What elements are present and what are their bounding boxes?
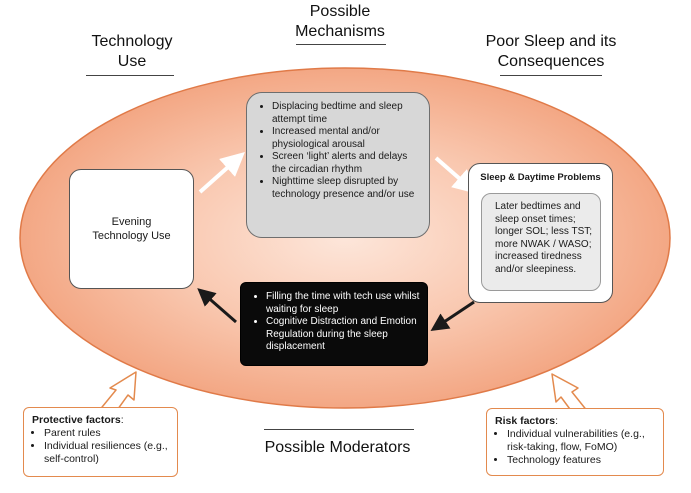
risk-factors-colon: : bbox=[555, 415, 559, 427]
heading-rule-poor-sleep bbox=[500, 75, 602, 76]
heading-poor-sleep: Poor Sleep and its Consequences bbox=[476, 32, 626, 72]
heading-mechanisms: Possible Mechanisms bbox=[275, 2, 405, 42]
heading-rule-technology bbox=[86, 75, 174, 76]
sleep-problems-detail: Later bedtimes and sleep onset times; lo… bbox=[481, 193, 601, 291]
risk-factor-item: Technology features bbox=[507, 454, 655, 467]
mechanism-item: Nighttime sleep disrupted by technology … bbox=[272, 176, 423, 201]
feedback-list: Filling the time with tech use whilst wa… bbox=[253, 291, 421, 354]
arrow-sleep-to-feedback bbox=[430, 300, 475, 331]
protective-factor-item: Parent rules bbox=[44, 427, 169, 440]
risk-factors-box: Risk factors: Individual vulnerabilities… bbox=[486, 408, 664, 476]
heading-rule-mechanisms bbox=[296, 44, 386, 45]
heading-technology-use: Technology Use bbox=[91, 33, 173, 70]
sleep-problems-title: Sleep & Daytime Problems bbox=[480, 172, 601, 183]
heading-poor-sleep-line2: Consequences bbox=[497, 53, 605, 70]
sleep-problems-text: Later bedtimes and sleep onset times; lo… bbox=[495, 201, 593, 275]
mechanism-item: Increased mental and/or physiological ar… bbox=[272, 126, 423, 151]
evening-technology-use-label: Evening Technology Use bbox=[92, 216, 171, 242]
mechanisms-box: Displacing bedtime and sleep attempt tim… bbox=[246, 92, 430, 238]
protective-factors-box: Protective factors: Parent rules Individ… bbox=[23, 407, 178, 477]
arrow-mechanisms-to-sleep bbox=[434, 156, 478, 194]
risk-factors-list: Individual vulnerabilities (e.g., risk-t… bbox=[495, 428, 655, 467]
feedback-item: Cognitive Distraction and Emotion Regula… bbox=[266, 316, 421, 354]
mechanism-item: Screen ‘light’ alerts and delays the cir… bbox=[272, 151, 423, 176]
heading-mechanisms-line2: Mechanisms bbox=[295, 23, 385, 40]
feedback-item: Filling the time with tech use whilst wa… bbox=[266, 291, 421, 316]
heading-moderators: Possible Moderators bbox=[264, 439, 411, 456]
evening-technology-use-box: Evening Technology Use bbox=[69, 169, 194, 289]
arrow-feedback-to-evening bbox=[197, 288, 237, 324]
protective-factors-colon: : bbox=[120, 414, 124, 426]
heading-rule-moderators bbox=[264, 429, 414, 430]
context-ellipse bbox=[19, 67, 671, 409]
protective-factors-title: Protective factors bbox=[32, 414, 121, 426]
heading-poor-sleep-line1: Poor Sleep and its bbox=[485, 33, 617, 50]
feedback-box: Filling the time with tech use whilst wa… bbox=[240, 282, 428, 366]
heading-mechanisms-line1: Possible bbox=[309, 3, 371, 20]
protective-factors-list: Parent rules Individual resiliences (e.g… bbox=[32, 427, 169, 466]
mechanisms-list: Displacing bedtime and sleep attempt tim… bbox=[259, 101, 423, 201]
risk-factor-item: Individual vulnerabilities (e.g., risk-t… bbox=[507, 428, 655, 454]
risk-factors-title: Risk factors bbox=[495, 415, 556, 427]
arrow-evening-to-mechanisms bbox=[198, 152, 245, 194]
mechanism-item: Displacing bedtime and sleep attempt tim… bbox=[272, 101, 423, 126]
protective-factor-item: Individual resiliences (e.g., self-contr… bbox=[44, 440, 169, 466]
